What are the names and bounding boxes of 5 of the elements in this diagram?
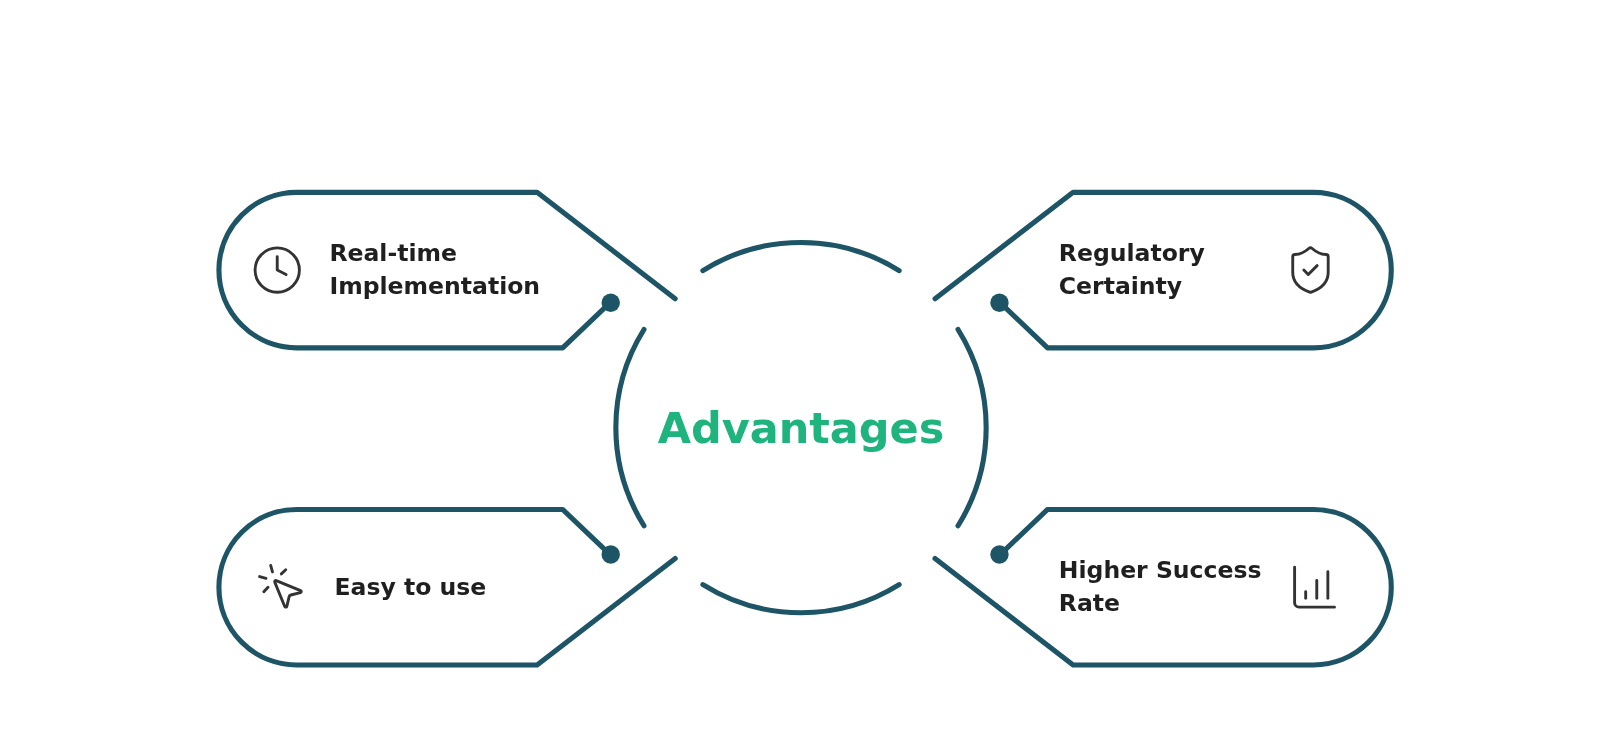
advantage-label: Higher Success Rate [1058, 555, 1263, 619]
advantage-label: Real-time Implementation [329, 238, 542, 302]
advantage-label: Regulatory Certainty [1058, 238, 1206, 302]
center-title: Advantages [657, 402, 945, 453]
advantage-label: Easy to use [334, 572, 488, 602]
